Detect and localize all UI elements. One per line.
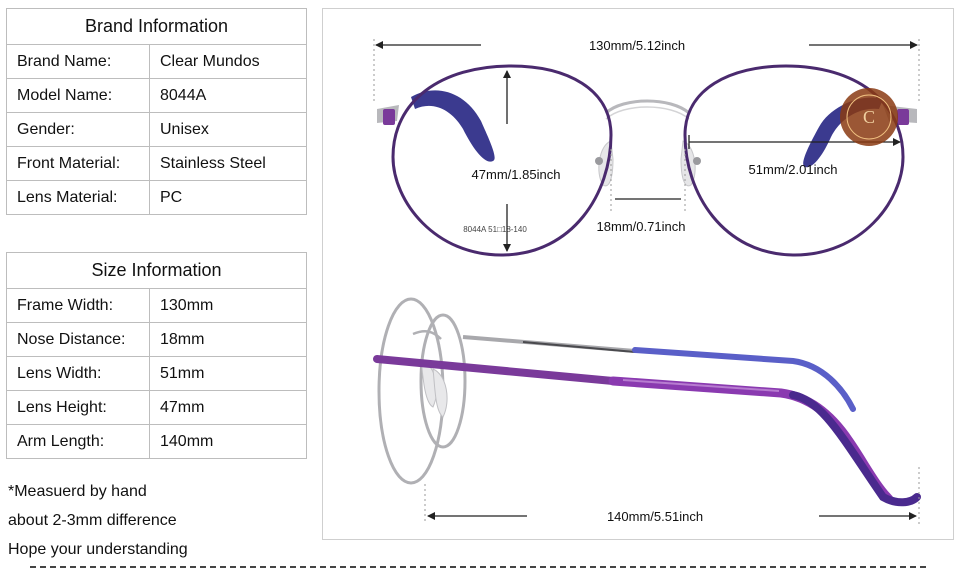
brand-information-title: Brand Information [6, 8, 307, 45]
frame-width-label: 130mm/5.12inch [589, 38, 685, 53]
table-row: Front Material:Stainless Steel [6, 146, 307, 181]
temple-print: 8044A 51□18-140 [463, 225, 527, 234]
table-row: Lens Width:51mm [6, 356, 307, 391]
left-pad-arm [595, 157, 603, 165]
side-near-temple-highlight [622, 379, 780, 392]
row-value: Unisex [149, 112, 307, 147]
row-value: 47mm [149, 390, 307, 425]
note-line: about 2-3mm difference [8, 512, 177, 529]
table-row: Lens Height:47mm [6, 390, 307, 425]
side-bridge [412, 330, 442, 340]
bottom-divider [30, 566, 926, 568]
glasses-diagram: 130mm/5.12inch 47mm/1.85inch 8044A 51□18… [373, 38, 921, 524]
right-pad-arm [693, 157, 701, 165]
right-hinge-purple [897, 109, 909, 125]
table-row: Gender:Unisex [6, 112, 307, 147]
row-value: Clear Mundos [149, 44, 307, 79]
row-value: Stainless Steel [149, 146, 307, 181]
row-value: 130mm [149, 288, 307, 323]
note-line: Hope your understanding [8, 541, 188, 558]
table-row: Model Name:8044A [6, 78, 307, 113]
brand-information-table: Brand Information Brand Name:Clear Mundo… [6, 8, 307, 215]
side-temple-end [789, 391, 921, 507]
nose-distance-label: 18mm/0.71inch [597, 219, 686, 234]
glasses-diagram-panel: 130mm/5.12inch 47mm/1.85inch 8044A 51□18… [322, 8, 954, 540]
table-row: Lens Material:PC [6, 180, 307, 215]
logo-ring [846, 94, 892, 140]
row-label: Nose Distance: [6, 322, 150, 357]
side-nose-pad-1 [420, 358, 437, 408]
row-value: 18mm [149, 322, 307, 357]
note-line: *Measuerd by hand [8, 483, 147, 500]
side-far-temple-tip [632, 347, 856, 412]
left-lens-rim [391, 64, 613, 257]
table-row: Brand Name:Clear Mundos [6, 44, 307, 79]
arm-length-label: 140mm/5.51inch [607, 509, 703, 524]
size-information-title: Size Information [6, 252, 307, 289]
left-temple-tip [411, 90, 495, 162]
table-row: Frame Width:130mm [6, 288, 307, 323]
side-front-rim-right [419, 313, 467, 449]
table-row: Arm Length:140mm [6, 424, 307, 459]
size-information-table: Size Information Frame Width:130mm Nose … [6, 252, 307, 459]
row-value: 140mm [149, 424, 307, 459]
side-far-temple-dark [522, 341, 636, 353]
right-temple-tip [803, 97, 883, 168]
row-label: Lens Width: [6, 356, 150, 391]
side-near-temple [373, 355, 617, 385]
side-nose-pad-2 [432, 368, 448, 418]
left-hinge-purple [383, 109, 395, 125]
row-label: Gender: [6, 112, 150, 147]
row-label: Lens Material: [6, 180, 150, 215]
table-row: Nose Distance:18mm [6, 322, 307, 357]
lens-height-label: 47mm/1.85inch [472, 167, 561, 182]
lens-width-label: 51mm/2.01inch [749, 162, 838, 177]
row-label: Model Name: [6, 78, 150, 113]
row-value: 8044A [149, 78, 307, 113]
row-label: Lens Height: [6, 390, 150, 425]
row-value: PC [149, 180, 307, 215]
row-label: Brand Name: [6, 44, 150, 79]
logo-glyph: C [863, 107, 875, 127]
row-label: Front Material: [6, 146, 150, 181]
row-value: 51mm [149, 356, 307, 391]
logo-badge [840, 88, 898, 146]
row-label: Arm Length: [6, 424, 150, 459]
bridge-inner [605, 106, 690, 120]
bridge [604, 99, 690, 115]
row-label: Frame Width: [6, 288, 150, 323]
